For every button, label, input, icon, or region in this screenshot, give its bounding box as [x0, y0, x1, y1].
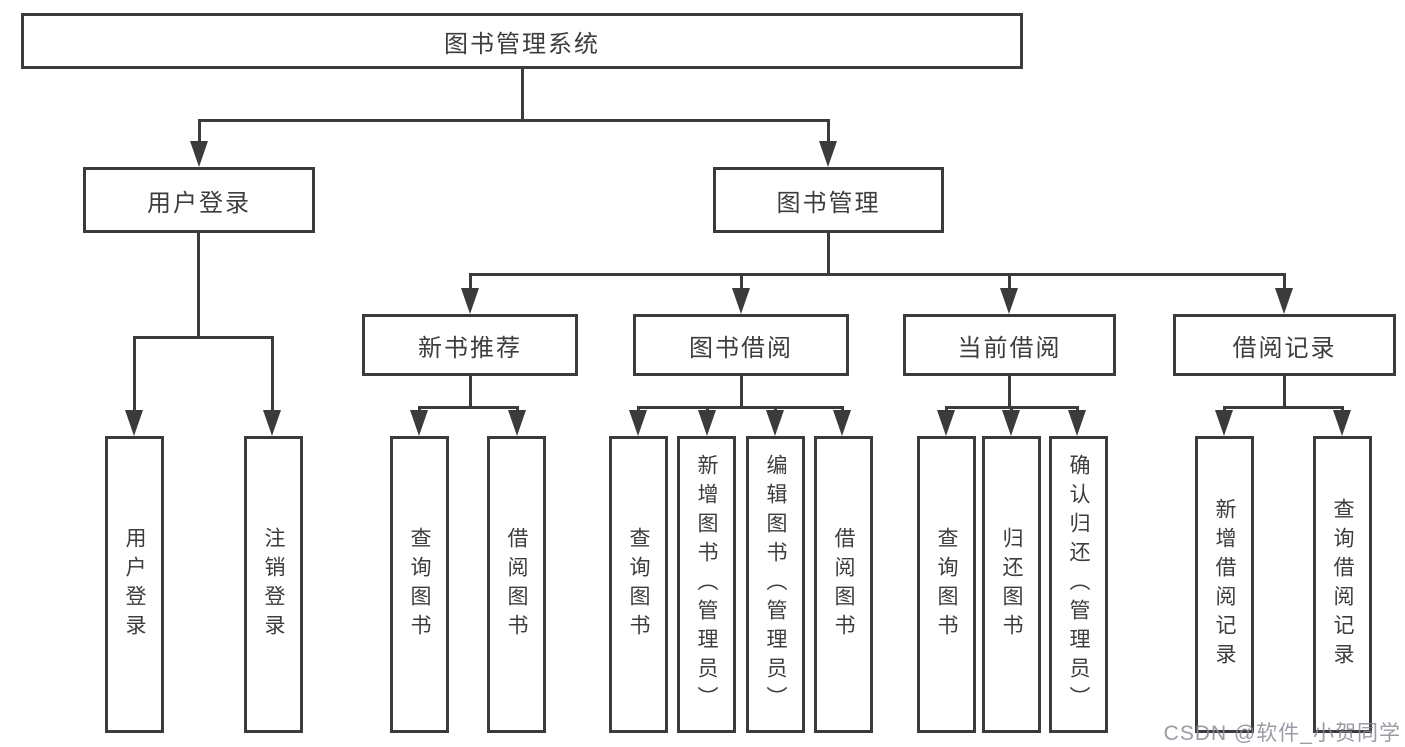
arrowhead-icon: [461, 288, 479, 314]
leaf-query-books: 查询图书: [917, 436, 976, 733]
node-library-management-system: 图书管理系统: [21, 13, 1023, 69]
node-label: 图书借阅: [689, 334, 793, 362]
connector-line: [827, 233, 830, 276]
node-new-book-recommend: 新书推荐: [362, 314, 578, 376]
connector-line: [1283, 273, 1286, 291]
connector-line: [740, 376, 743, 409]
arrowhead-icon: [937, 410, 955, 436]
connector-line: [637, 406, 844, 409]
connector-line: [271, 336, 274, 414]
node-book-management-branch: 图书管理: [713, 167, 944, 233]
connector-line: [418, 406, 519, 409]
leaf-logout: 注销登录: [244, 436, 303, 733]
arrowhead-icon: [1068, 410, 1086, 436]
arrowhead-icon: [190, 141, 208, 167]
leaf-query-books: 查询图书: [609, 436, 668, 733]
arrowhead-icon: [1002, 410, 1020, 436]
arrowhead-icon: [410, 410, 428, 436]
leaf-query-borrow-record: 查询借阅记录: [1313, 436, 1372, 733]
node-label: 新书推荐: [418, 334, 522, 362]
connector-line: [469, 273, 472, 291]
leaf-add-borrow-record: 新增借阅记录: [1195, 436, 1254, 733]
connector-line: [198, 119, 201, 145]
connector-line: [1223, 406, 1343, 409]
connector-line: [521, 69, 524, 122]
node-borrow-records: 借阅记录: [1173, 314, 1396, 376]
arrowhead-icon: [125, 410, 143, 436]
leaf-borrow-books: 借阅图书: [487, 436, 546, 733]
leaf-add-books-admin: 新增图书（管理员）: [677, 436, 736, 733]
node-user-login-branch: 用户登录: [83, 167, 315, 233]
connector-line: [1008, 273, 1011, 291]
connector-line: [740, 273, 743, 291]
connector-line: [1283, 376, 1286, 409]
connector-line: [197, 233, 200, 339]
arrowhead-icon: [508, 410, 526, 436]
connector-line: [469, 376, 472, 409]
leaf-query-books: 查询图书: [390, 436, 449, 733]
arrowhead-icon: [1000, 288, 1018, 314]
connector-line: [198, 119, 830, 122]
arrowhead-icon: [732, 288, 750, 314]
leaf-return-books: 归还图书: [982, 436, 1041, 733]
node-label: 当前借阅: [957, 334, 1062, 362]
arrowhead-icon: [819, 141, 837, 167]
node-label: 图书管理系统: [444, 30, 600, 58]
arrowhead-icon: [1215, 410, 1233, 436]
arrowhead-icon: [1275, 288, 1293, 314]
connector-line: [1008, 376, 1011, 409]
arrowhead-icon: [833, 410, 851, 436]
arrowhead-icon: [698, 410, 716, 436]
node-current-borrowing: 当前借阅: [903, 314, 1116, 376]
leaf-confirm-return-admin: 确认归还（管理员）: [1049, 436, 1108, 733]
connector-line: [133, 336, 136, 414]
node-label: 借阅记录: [1232, 334, 1337, 362]
leaf-edit-books-admin: 编辑图书（管理员）: [746, 436, 805, 733]
connector-line: [133, 336, 274, 339]
csdn-watermark: CSDN @软件_小贺同学: [1163, 722, 1401, 745]
arrowhead-icon: [263, 410, 281, 436]
node-book-borrowing: 图书借阅: [633, 314, 849, 376]
leaf-user-login: 用户登录: [105, 436, 164, 733]
connector-line: [469, 273, 1286, 276]
arrowhead-icon: [629, 410, 647, 436]
arrowhead-icon: [1333, 410, 1351, 436]
node-label: 用户登录: [147, 189, 251, 217]
connector-line: [827, 119, 830, 145]
node-label: 图书管理: [776, 189, 881, 217]
leaf-borrow-books: 借阅图书: [814, 436, 873, 733]
arrowhead-icon: [766, 410, 784, 436]
